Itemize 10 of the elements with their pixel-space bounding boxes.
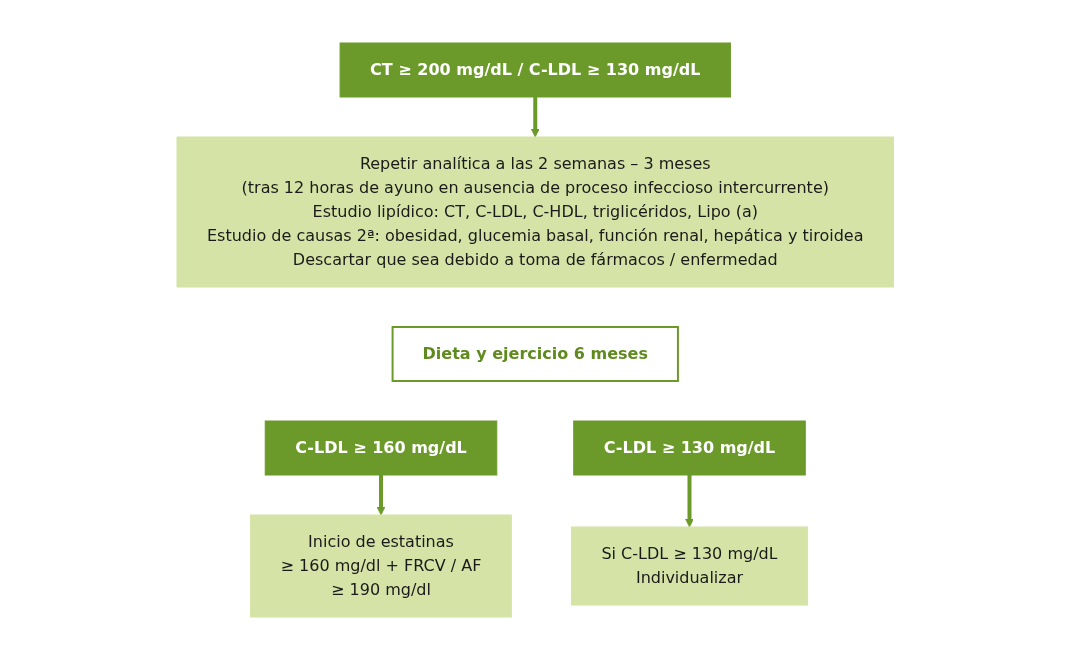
node-box: Repetir analítica a las 2 semanas – 3 meses (tras 12 horas de ayuno en ausencia de proceso infeccioso intercurrente) Estudio lipídico: CT, C-LDL, C-HDL, triglicéridos, Lipo (a) Estudio de causas 2ª: obesidad, glucemia basal, función renal, hepática y tiroidea Descartar que sea debido a toma de fármacos / enfermedad: [176, 136, 894, 287]
node-box: Inicio de estatinas ≥ 160 mg/dl + FRCV / AF ≥ 190 mg/dl: [249, 514, 512, 617]
node-box: CT ≥ 200 mg/dL / C-LDL ≥ 130 mg/dL: [339, 42, 731, 97]
arrow: [684, 474, 694, 527]
node-box: C-LDL ≥ 130 mg/dL: [572, 420, 806, 475]
arrow: [530, 96, 540, 137]
node-box: C-LDL ≥ 160 mg/dL: [264, 420, 498, 475]
arrow: [376, 474, 386, 515]
node-box: Dieta y ejercicio 6 meses: [391, 325, 679, 382]
node-box: Si C-LDL ≥ 130 mg/dL Individualizar: [570, 526, 808, 605]
